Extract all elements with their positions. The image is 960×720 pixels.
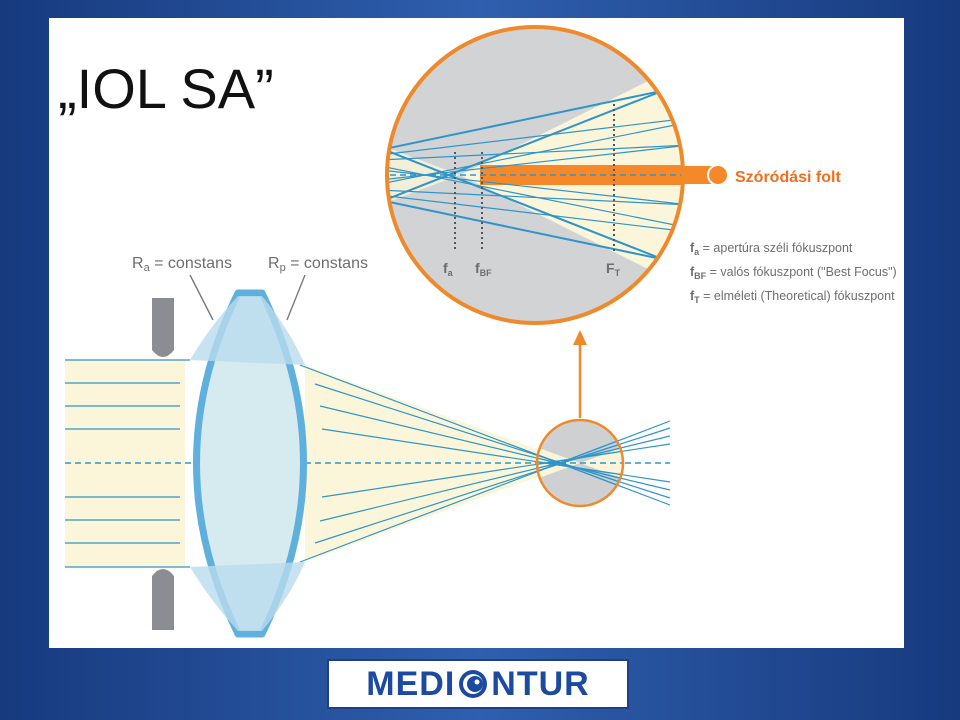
- scatter-label: Szóródási folt: [735, 169, 841, 186]
- incoming-rays: [65, 359, 190, 568]
- legend-item-fbf: fBF = valós fókuszpont ("Best Focus"): [690, 265, 897, 281]
- ra-label: Ra = constans: [132, 255, 232, 274]
- logo-text-part2: NTUR: [491, 664, 590, 703]
- scatter-dot: [707, 164, 729, 186]
- ft-label: FT: [606, 260, 621, 278]
- fa-label: fa: [443, 260, 454, 278]
- pupil-stop-bottom: [152, 569, 174, 630]
- slide-title: „IOL SA”: [58, 57, 274, 120]
- lens-bottom-tint: [190, 562, 305, 631]
- logo-eye-icon: [459, 670, 488, 698]
- rp-label: Rp = constans: [268, 255, 368, 274]
- pupil-stop-top: [152, 298, 174, 357]
- ra-leader: [189, 274, 214, 321]
- zoom-arrowhead: [573, 330, 587, 345]
- legend-item-fa: fa = apertúra széli fókuszpont: [690, 241, 853, 257]
- logo-text-part1: MEDI: [366, 664, 456, 703]
- legend-item-ft: fT = elméleti (Theoretical) fókuszpont: [690, 289, 895, 305]
- lens-top-tint: [190, 296, 305, 365]
- medicontur-logo: MEDI NTUR: [327, 659, 629, 709]
- focus-legend: fa = apertúra széli fókuszpont fBF = val…: [690, 241, 897, 305]
- fbf-label: fBF: [475, 260, 492, 278]
- rp-leader: [286, 274, 306, 321]
- lens: [193, 289, 307, 638]
